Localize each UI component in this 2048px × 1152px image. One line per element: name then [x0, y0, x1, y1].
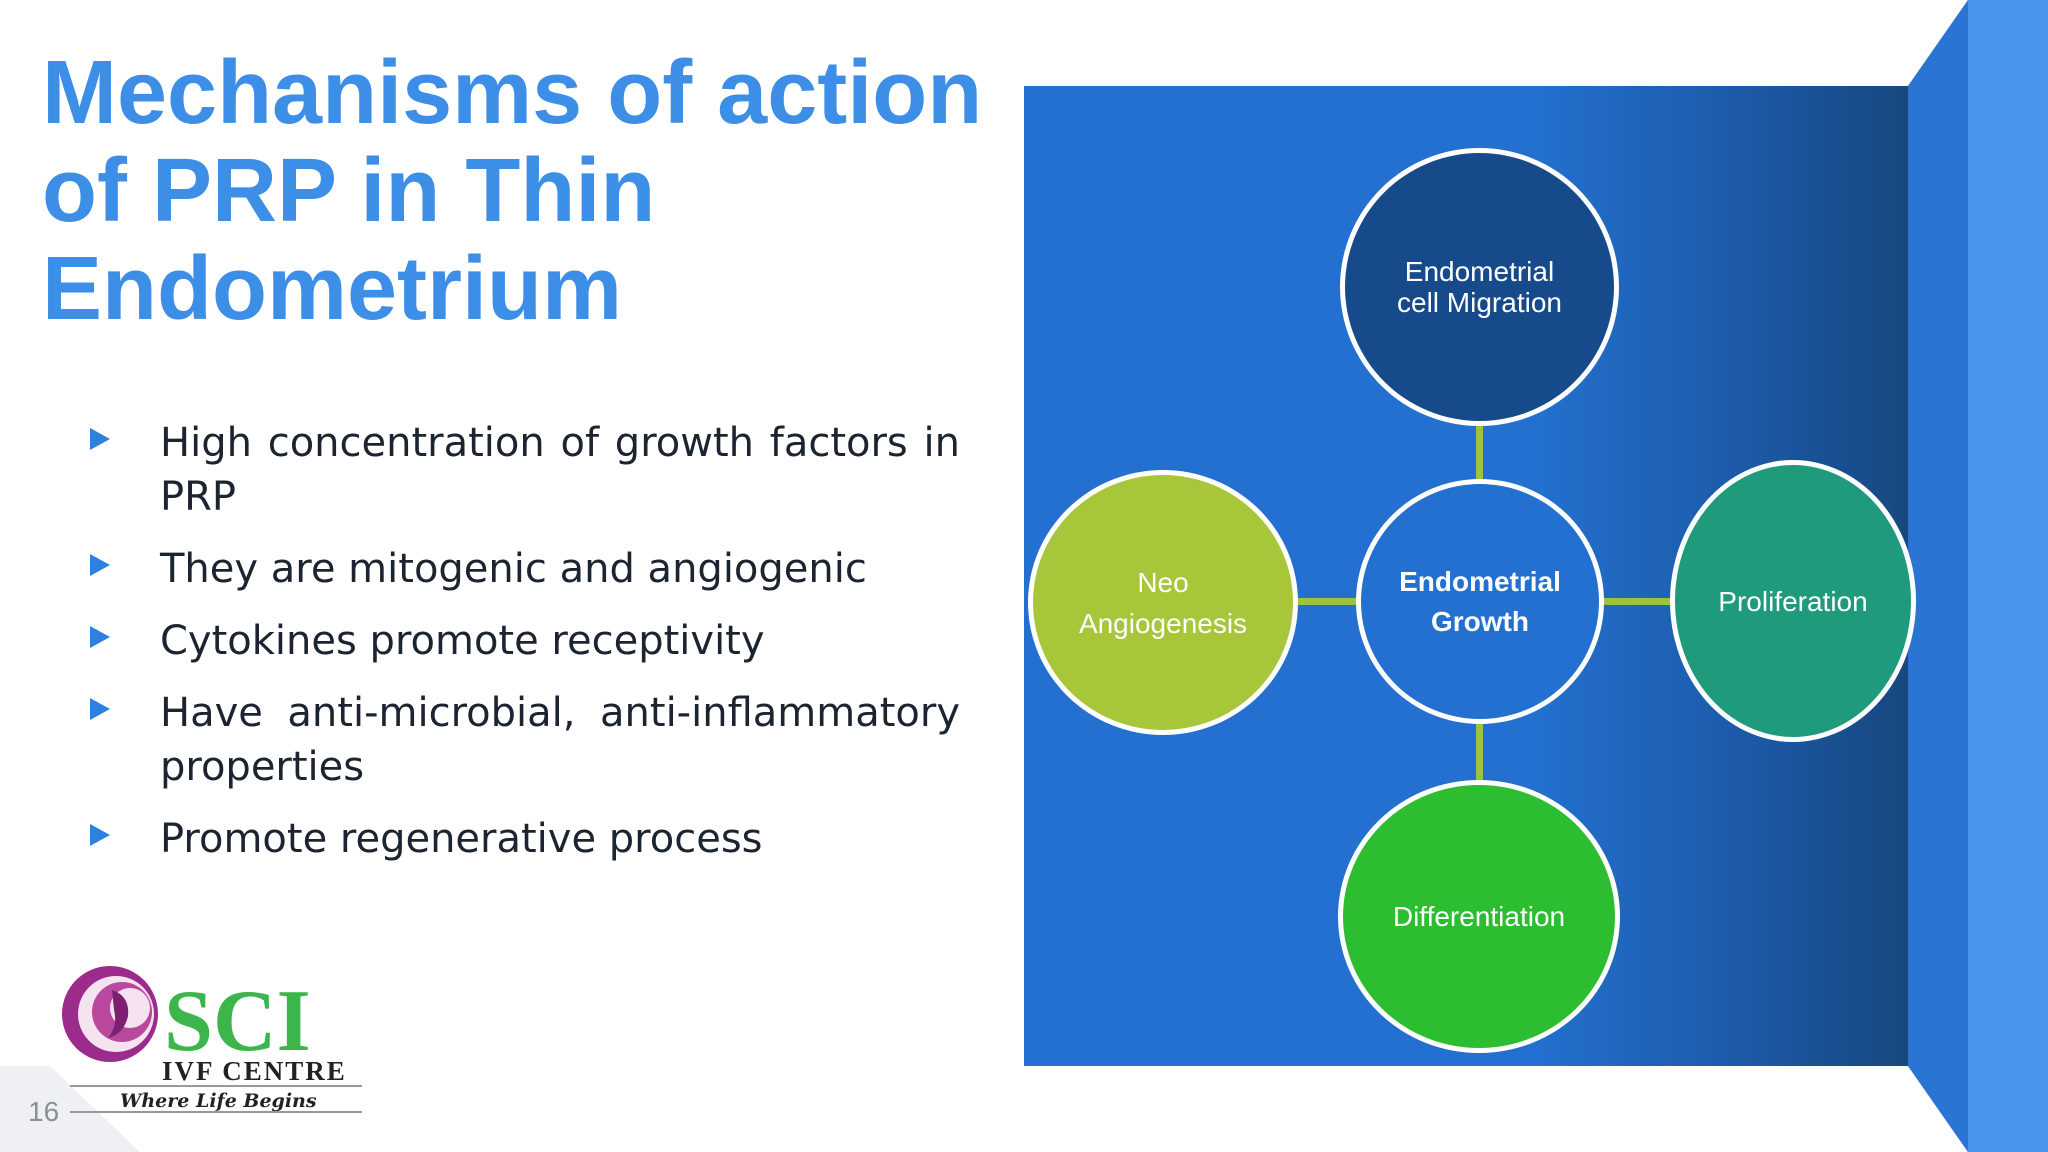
node-top-line2: cell Migration	[1397, 287, 1562, 318]
connector-left	[1290, 598, 1358, 605]
page-number: 16	[28, 1096, 60, 1127]
node-bottom-label: Differentiation	[1392, 901, 1566, 932]
bullet-text: Cytokines promote receptivity	[160, 618, 765, 664]
node-left-line2: Angiogenesis	[1078, 607, 1248, 639]
bullet-item: Have anti-microbial, anti-inflammatory p…	[90, 686, 960, 794]
corner-decoration	[0, 1066, 140, 1152]
triangle-bullet-icon	[90, 554, 110, 576]
triangle-bullet-icon	[90, 626, 110, 648]
triangle-bullet-icon	[90, 824, 110, 846]
node-left-line1: Neo	[1137, 566, 1189, 598]
bullet-item: High concentration of growth factors in …	[90, 416, 960, 524]
bullet-list: High concentration of growth factors in …	[90, 416, 960, 884]
decorative-frame	[1908, 0, 2048, 1152]
bullet-item: Cytokines promote receptivity	[90, 614, 960, 668]
node-right: Proliferation	[1670, 460, 1916, 742]
connector-top	[1476, 423, 1483, 481]
bullet-text: They are mitogenic and angiogenic	[160, 546, 867, 592]
bullet-item: Promote regenerative process	[90, 812, 960, 866]
connector-bottom	[1476, 718, 1483, 780]
triangle-bullet-icon	[90, 698, 110, 720]
node-center-line1: Endometrial	[1399, 565, 1561, 597]
logo-tagline: Where Life Begins	[120, 1090, 317, 1112]
slide-title: Mechanisms of action of PRP in Thin Endo…	[42, 43, 983, 339]
bullet-text: Promote regenerative process	[160, 816, 763, 862]
node-top-line1: Endometrial	[1404, 256, 1555, 287]
bullet-text: Have anti-microbial, anti-inflammatory p…	[160, 690, 960, 790]
node-center-line2: Growth	[1431, 605, 1529, 637]
logo-name: SCI	[164, 973, 311, 1070]
triangle-bullet-icon	[90, 428, 110, 450]
logo-subtitle: IVF CENTRE	[162, 1056, 347, 1086]
bullet-item: They are mitogenic and angiogenic	[90, 542, 960, 596]
sci-ivf-logo: SCI IVF CENTRE Where Life Begins	[62, 966, 362, 1113]
node-right-label: Proliferation	[1718, 585, 1868, 617]
node-bottom: Differentiation	[1338, 780, 1620, 1053]
connector-right	[1598, 598, 1674, 605]
bullet-text: High concentration of growth factors in …	[160, 420, 960, 520]
